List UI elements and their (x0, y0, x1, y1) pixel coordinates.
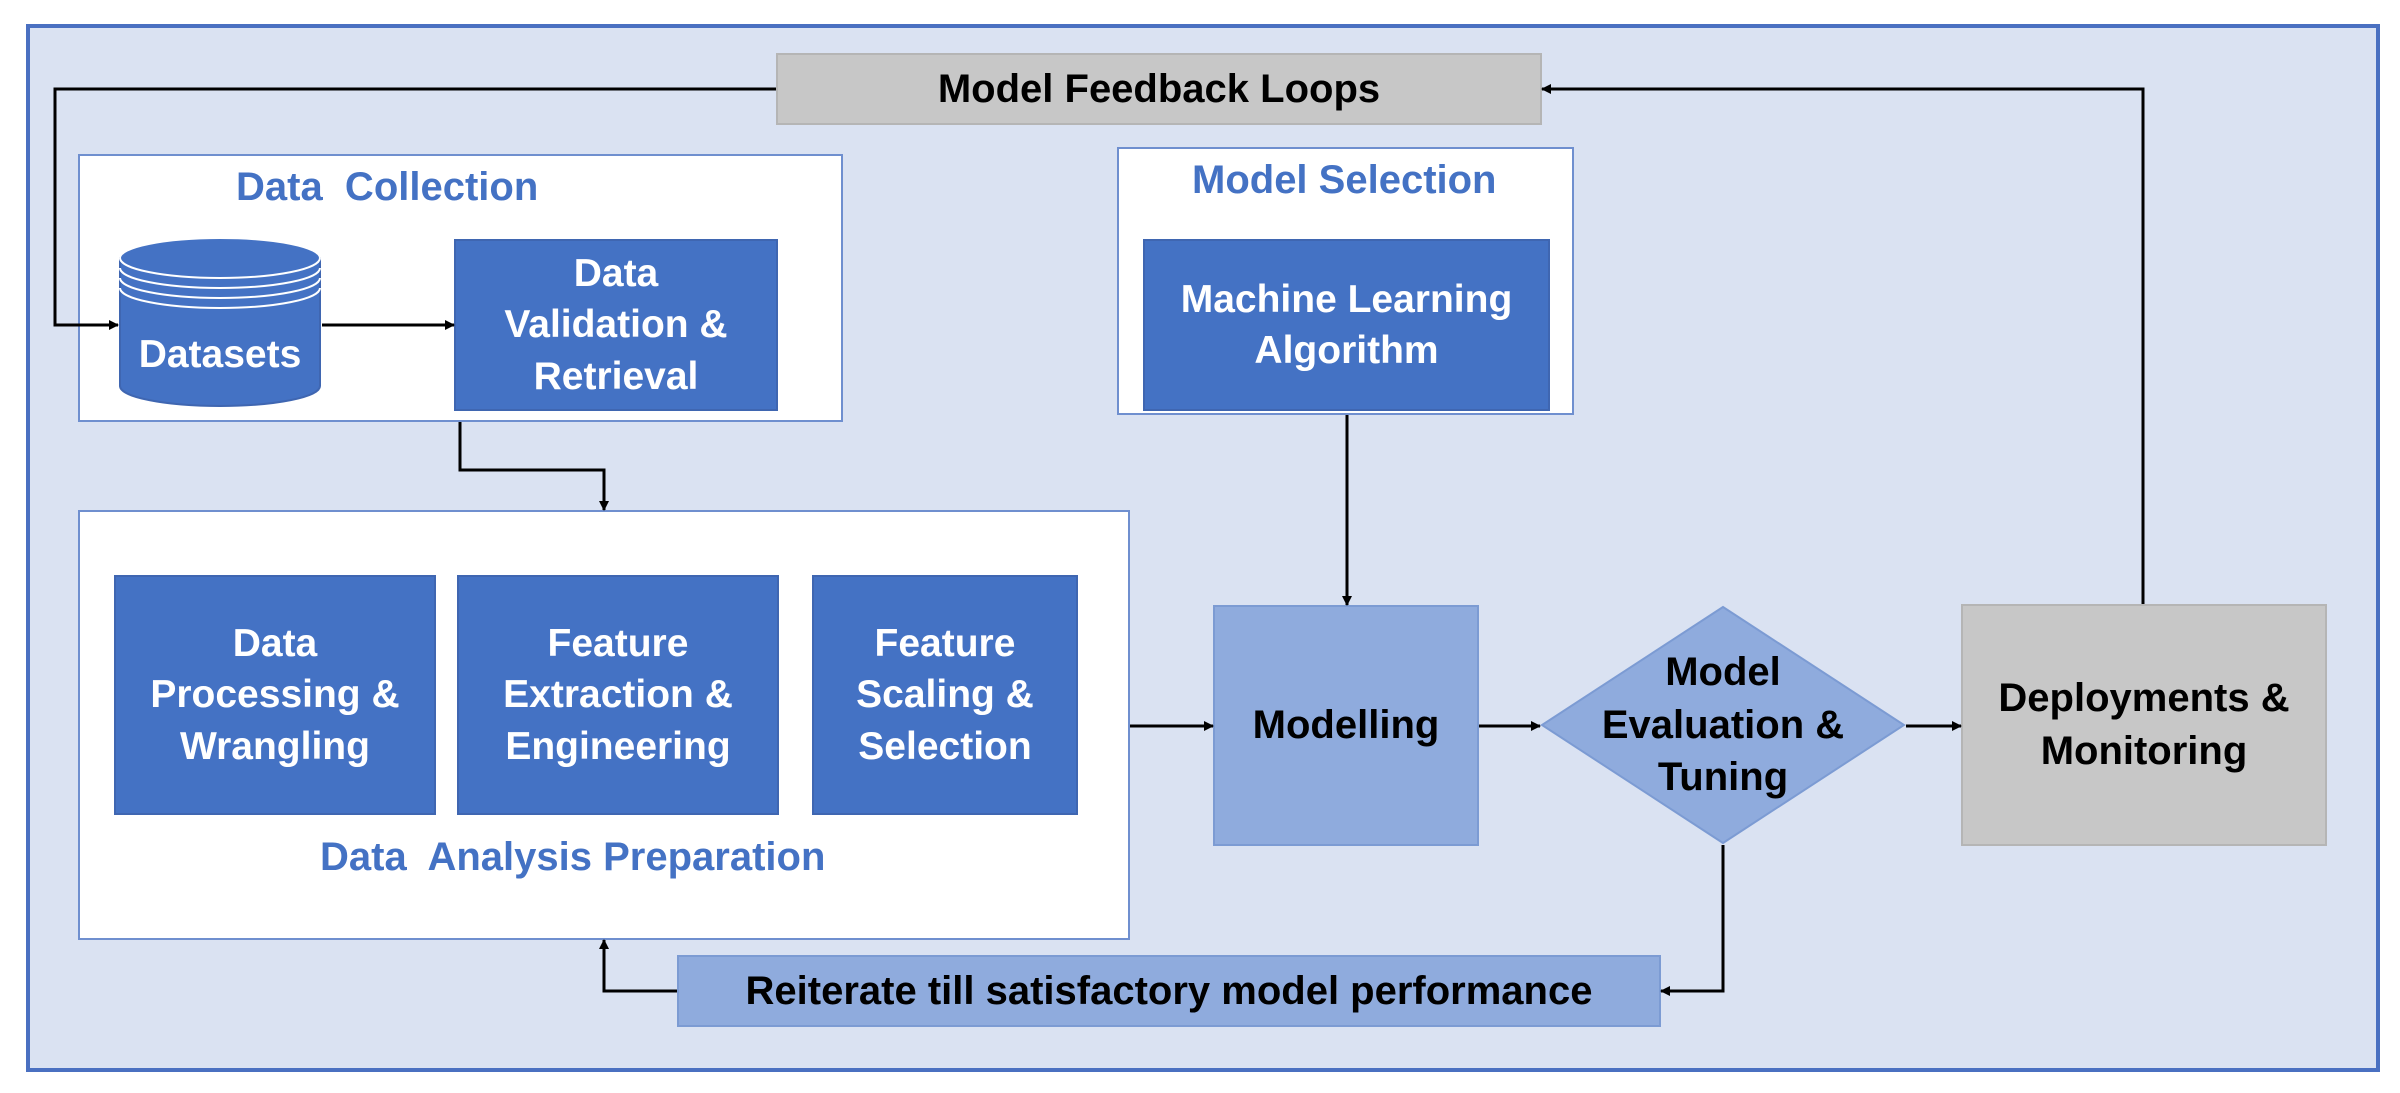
arrow-evaluation-to-reiterate (1660, 845, 1725, 996)
ml-algorithm-box: Machine Learning Algorithm (1143, 239, 1550, 411)
data-collection-heading: Data Collection (236, 165, 539, 209)
data-processing-box: Data Processing & Wrangling (114, 575, 436, 815)
feature-scaling-box: Feature Scaling & Selection (812, 575, 1078, 815)
evaluation-diamond (1540, 605, 1906, 845)
feature-extraction-box: Feature Extraction & Engineering (457, 575, 779, 815)
feedback-loop-bar: Model Feedback Loops (776, 53, 1542, 125)
modelling-box: Modelling (1213, 605, 1479, 846)
evaluation-label: Model Evaluation & Tuning (1601, 649, 1845, 800)
arrow-deployment-to-feedback (1541, 84, 2145, 604)
data-analysis-heading: Data Analysis Preparation (320, 835, 826, 879)
arrow-validation-to-analysis (458, 422, 609, 511)
datasets-cylinder (119, 237, 321, 407)
model-selection-heading: Model Selection (1192, 158, 1497, 202)
deployment-box: Deployments & Monitoring (1961, 604, 2327, 846)
datasets-label: Datasets (138, 333, 302, 377)
data-validation-box: Data Validation & Retrieval (454, 239, 778, 411)
arrow-feedback-to-datasets (53, 87, 776, 330)
arrow-reiterate-to-analysis (599, 939, 677, 993)
reiterate-bar: Reiterate till satisfactory model perfor… (677, 955, 1661, 1027)
